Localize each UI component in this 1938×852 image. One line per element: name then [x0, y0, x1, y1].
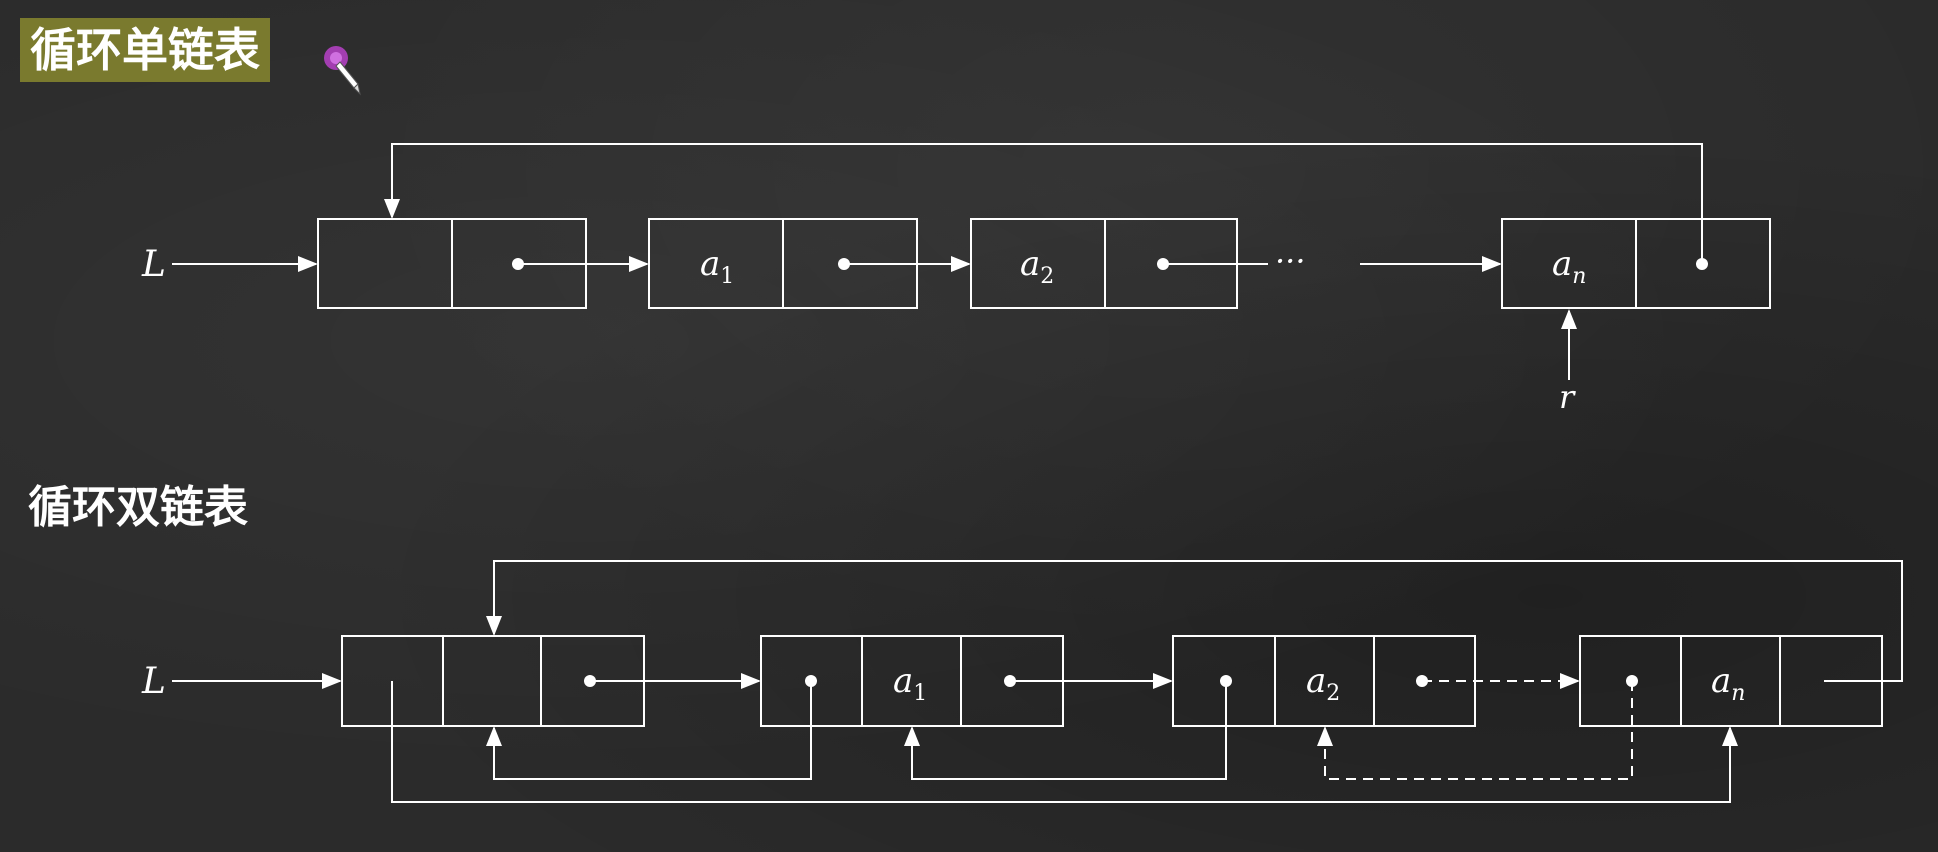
- doubly-prior-a2-a1: [904, 681, 1227, 780]
- node-label-a2: a2: [1020, 244, 1054, 289]
- node-label-an: an: [1552, 244, 1586, 289]
- node-label-a1: a1: [700, 244, 734, 289]
- title-text-singly: 循环单链表: [30, 23, 260, 77]
- doubly-head-label: L: [141, 661, 166, 702]
- title-text-doubly: 循环双链表: [28, 482, 248, 533]
- singly-tail-pointer-label: r: [1559, 378, 1576, 416]
- node-label-a1: a1: [893, 661, 927, 706]
- title-circular-doubly-linked-list: 循环双链表: [28, 478, 248, 538]
- doubly-prior-a1-head: [486, 681, 812, 780]
- singly-head-label: L: [141, 244, 166, 285]
- singly-ellipsis: ···: [1275, 242, 1306, 280]
- doubly-circular-next-link: [486, 560, 1903, 682]
- doubly-prior-an-a2-dashed: [1317, 681, 1633, 780]
- singly-node-an: an: [1501, 218, 1771, 309]
- singly-circular-link: [384, 143, 1703, 264]
- node-label-a2: a2: [1306, 661, 1340, 706]
- pen-cursor-icon: [324, 46, 361, 96]
- singly-linked-list: L a1 a2 ··· an: [141, 143, 1771, 416]
- doubly-linked-list: L a1 a2: [141, 560, 1903, 803]
- node-label-an: an: [1711, 661, 1745, 706]
- title-circular-singly-linked-list: 循环单链表: [20, 18, 270, 82]
- doubly-circular-prior-link: [391, 681, 1738, 803]
